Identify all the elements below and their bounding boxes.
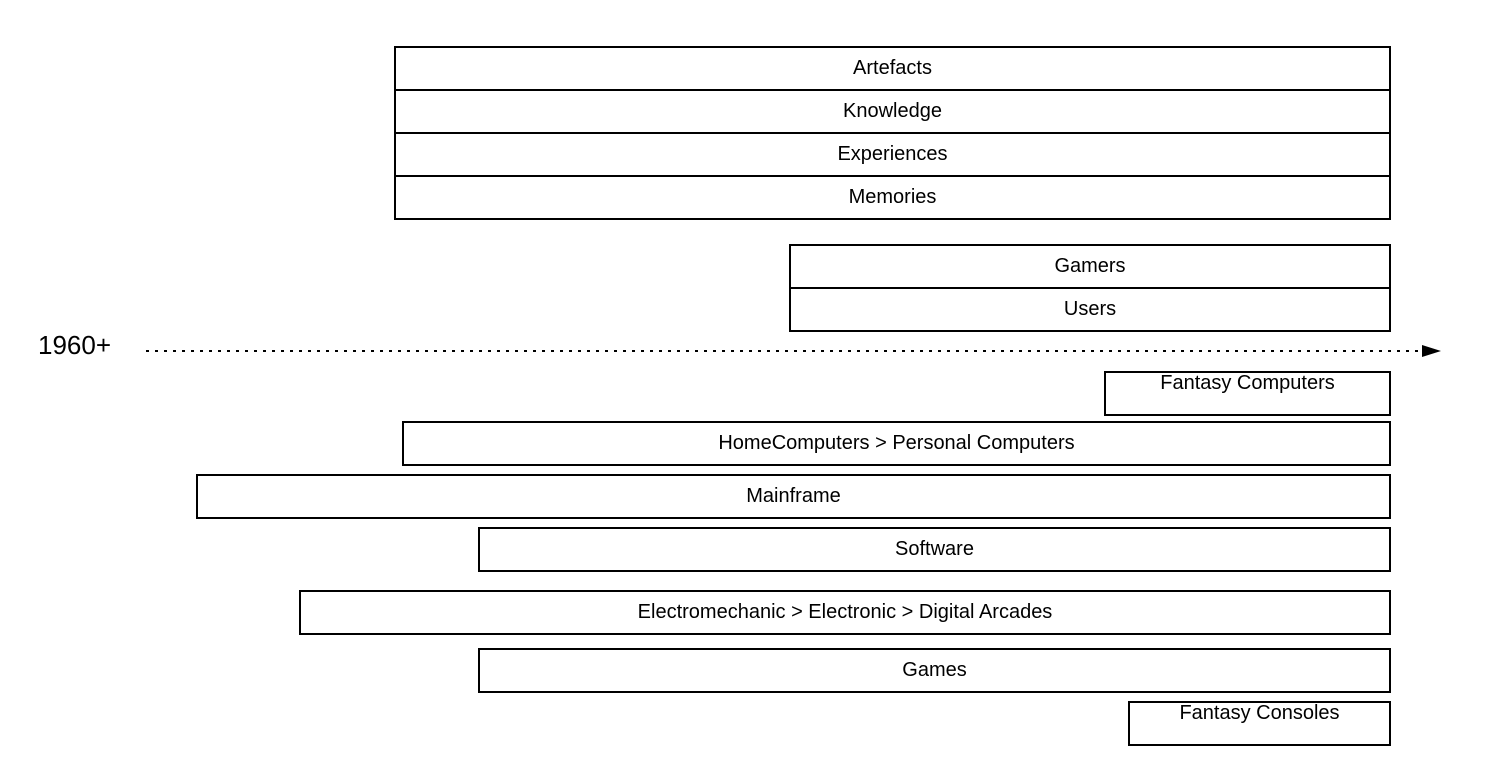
box-artefacts: Artefacts bbox=[394, 46, 1391, 91]
box-arcades: Electromechanic > Electronic > Digital A… bbox=[299, 590, 1391, 635]
box-label: HomeComputers > Personal Computers bbox=[718, 432, 1075, 454]
box-label: Software bbox=[895, 538, 974, 560]
box-label: Experiences bbox=[837, 143, 948, 165]
box-label: Memories bbox=[848, 186, 937, 208]
box-users: Users bbox=[789, 287, 1391, 332]
box-label: Fantasy Computers bbox=[1160, 372, 1335, 394]
box-label: Mainframe bbox=[746, 485, 841, 507]
box-label: Games bbox=[902, 659, 967, 681]
box-label: Knowledge bbox=[843, 100, 942, 122]
box-fantasy-consoles: Fantasy Consoles bbox=[1128, 701, 1391, 746]
box-games: Games bbox=[478, 648, 1391, 693]
box-label: Electromechanic > Electronic > Digital A… bbox=[637, 601, 1053, 623]
box-software: Software bbox=[478, 527, 1391, 572]
box-label: Users bbox=[1063, 298, 1117, 320]
box-fantasy-computers: Fantasy Computers bbox=[1104, 371, 1391, 416]
box-mainframe: Mainframe bbox=[196, 474, 1391, 519]
box-gamers: Gamers bbox=[789, 244, 1391, 289]
timeline-start-label: 1960+ bbox=[38, 330, 112, 360]
box-label: Artefacts bbox=[853, 57, 932, 79]
box-memories: Memories bbox=[394, 175, 1391, 220]
box-home-computers: HomeComputers > Personal Computers bbox=[402, 421, 1391, 466]
box-label: Gamers bbox=[1054, 255, 1126, 277]
timeline-arrow-icon bbox=[1422, 345, 1441, 357]
box-label: Fantasy Consoles bbox=[1179, 702, 1340, 724]
box-experiences: Experiences bbox=[394, 132, 1391, 177]
